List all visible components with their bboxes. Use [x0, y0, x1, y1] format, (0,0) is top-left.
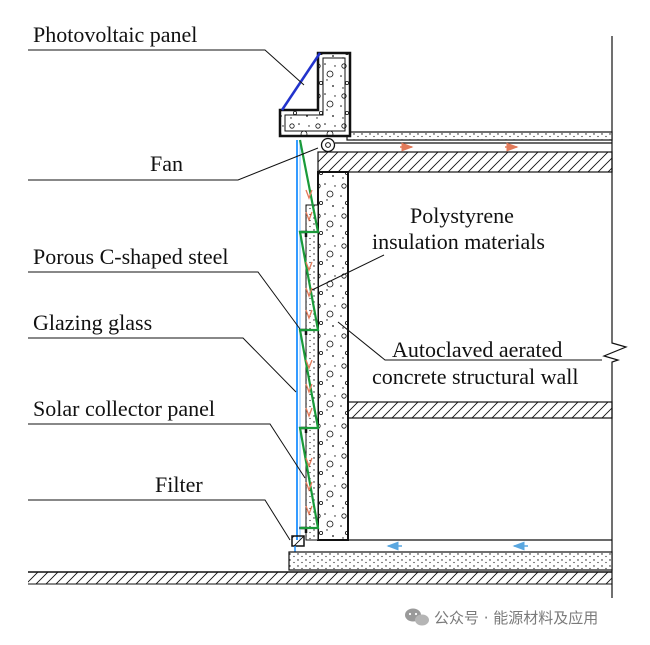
label-photovoltaic-panel: Photovoltaic panel	[33, 22, 197, 47]
label-polystyrene-line2: insulation materials	[372, 229, 545, 254]
photovoltaic-panel	[280, 52, 322, 111]
label-solar-collector-panel: Solar collector panel	[33, 396, 215, 421]
label-porous-c-shaped-steel: Porous C-shaped steel	[33, 244, 229, 269]
roof-slab	[346, 131, 613, 141]
building-boundary	[602, 36, 628, 598]
leader-c-steel	[28, 271, 301, 330]
top-floor-slab	[317, 142, 613, 202]
ground	[28, 571, 612, 585]
leader-fan	[28, 147, 319, 181]
ground-floor-slab	[288, 539, 613, 571]
leader-filter	[28, 499, 291, 541]
filter	[291, 535, 305, 552]
wechat-icon	[405, 608, 429, 626]
label-aac-line1: Autoclaved aerated	[392, 337, 562, 362]
glazing-glass	[296, 140, 301, 540]
middle-floor-slab	[347, 401, 613, 419]
label-aac-line2: concrete structural wall	[372, 364, 578, 389]
leader-lines	[28, 49, 602, 541]
label-glazing-glass: Glazing glass	[33, 310, 152, 335]
leader-photovoltaic	[28, 49, 305, 86]
leader-collector	[28, 423, 306, 479]
cavity-airflow-arrows	[305, 189, 313, 516]
label-fan: Fan	[150, 151, 183, 176]
leader-glazing	[28, 337, 297, 393]
leader-polystyrene	[311, 254, 385, 291]
label-polystyrene-line1: Polystyrene	[410, 203, 514, 228]
leader-aac	[337, 321, 602, 361]
fan-icon	[320, 137, 336, 153]
watermark: 公众号 · 能源材料及应用	[405, 608, 598, 627]
watermark-text: 公众号 · 能源材料及应用	[434, 609, 598, 627]
structural-wall	[317, 171, 349, 541]
solar-collector-panel	[298, 139, 320, 530]
label-filter: Filter	[155, 472, 203, 497]
parapet	[278, 51, 352, 138]
